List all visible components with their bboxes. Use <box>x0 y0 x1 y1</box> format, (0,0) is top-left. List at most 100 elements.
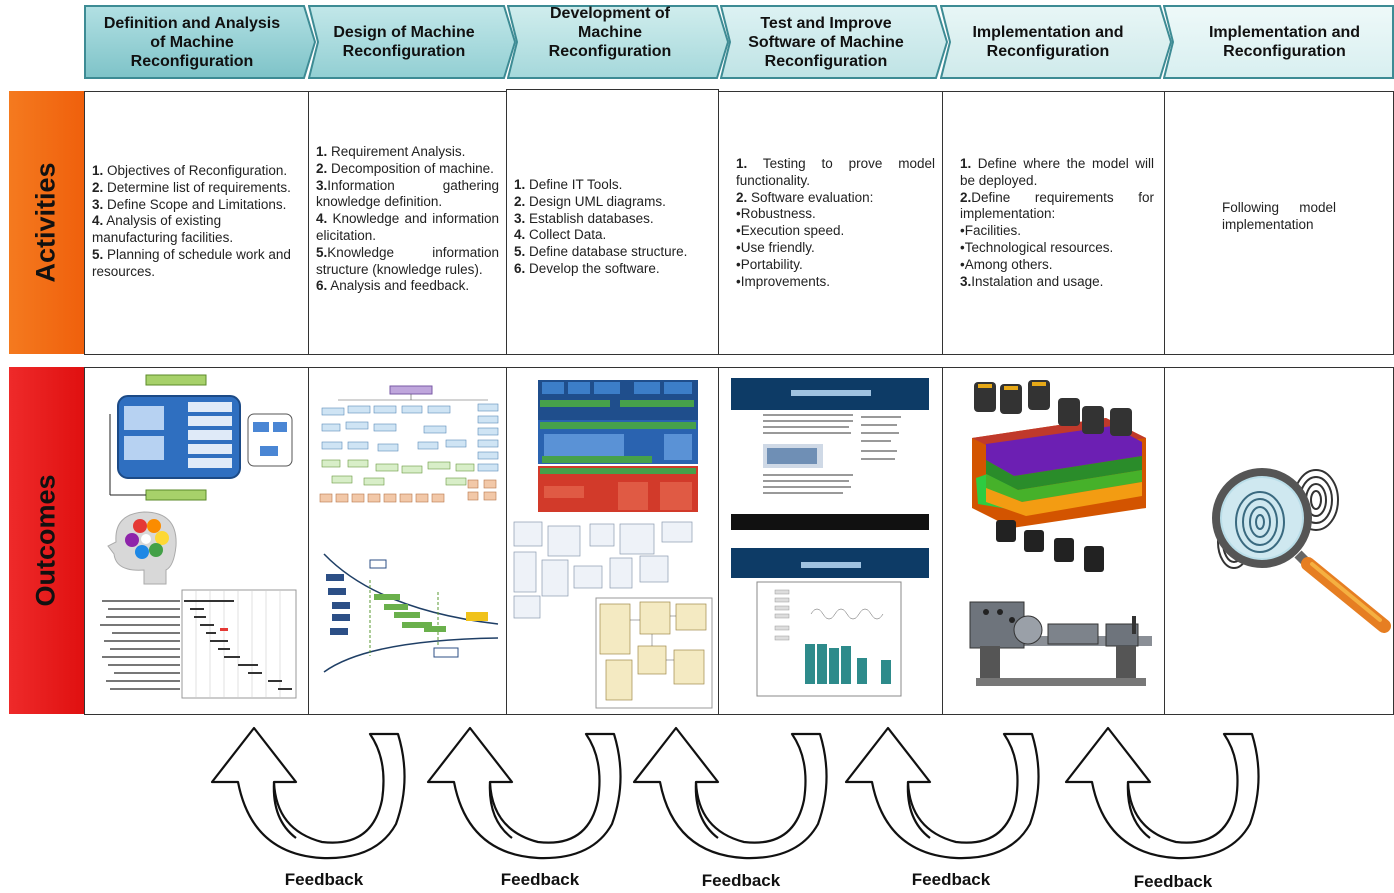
activity-item: 1. Requirement Analysis. <box>316 144 499 161</box>
activity-number: 3. <box>960 273 972 289</box>
activity-item: 6. Develop the software. <box>514 261 711 278</box>
activity-item: 2. Determine list of requirements. <box>92 180 301 197</box>
activity-item: 4. Knowledge and information elicitation… <box>316 211 499 245</box>
flowchart-thumbnail <box>109 374 293 501</box>
activity-list: 1. Testing to prove model functionality.… <box>736 156 935 290</box>
activity-item: 4. Collect Data. <box>514 227 711 244</box>
website-screenshot-thumbnail <box>731 378 929 530</box>
activity-number: 1. <box>316 144 328 159</box>
software-form-thumbnail <box>731 548 929 697</box>
activity-item: 2.Define requirements for implementation… <box>960 190 1154 224</box>
activity-item: 3.Instalation and usage. <box>960 274 1154 291</box>
activity-number: 1. <box>960 156 972 171</box>
activity-number: 3. <box>92 196 104 212</box>
activity-number: 5. <box>514 244 526 260</box>
feedback-label: Feedback <box>1133 872 1213 891</box>
activity-item: 5. Define database structure. <box>514 244 711 261</box>
feedback-label: Feedback <box>701 871 781 890</box>
activity-item: 1. Objectives of Reconfiguration. <box>92 163 301 180</box>
activities-cell-3: 1. Define IT Tools.2. Design UML diagram… <box>506 89 719 355</box>
activity-item: 2. Software evaluation: <box>736 190 935 207</box>
activity-text: •Robustness. <box>736 206 816 222</box>
activity-number: 2. <box>514 193 526 209</box>
activity-text: Analysis and feedback. <box>327 278 470 294</box>
phase-header-6: Implementation and Reconfiguration <box>1163 5 1394 79</box>
activity-number: 6. <box>316 278 328 294</box>
activity-item: •Improvements. <box>736 274 935 291</box>
activity-text: Define where the model will be deployed. <box>960 156 1154 188</box>
activities-cell-1: 1. Objectives of Reconfiguration.2. Dete… <box>84 91 309 355</box>
activity-number: 1. <box>514 177 526 192</box>
activity-text: Define requirements for implementation: <box>960 189 1154 222</box>
activity-list: 1. Requirement Analysis.2. Decomposition… <box>316 144 499 295</box>
activity-text: Objectives of Reconfiguration. <box>103 163 288 178</box>
hierarchy-diagram-thumbnail <box>319 385 499 503</box>
activities-cell-2: 1. Requirement Analysis.2. Decomposition… <box>308 91 507 355</box>
architecture-diagram-thumbnail <box>538 380 698 512</box>
activity-text: Define Scope and Limitations. <box>103 196 287 212</box>
feedback-arrow-1 <box>210 726 406 860</box>
activity-text: Determine list of requirements. <box>103 179 291 195</box>
activity-text: Develop the software. <box>525 260 660 276</box>
activity-number: 2. <box>92 179 104 195</box>
activity-item: •Portability. <box>736 257 935 274</box>
activity-item: 3. Define Scope and Limitations. <box>92 197 301 214</box>
activity-item: 5.Knowledge information structure (knowl… <box>316 245 499 279</box>
activities-cell-5: 1. Define where the model will be deploy… <box>942 91 1165 355</box>
outcomes-cell-2 <box>308 367 507 715</box>
activity-text: Define database structure. <box>525 244 688 260</box>
head-palette-thumbnail <box>107 511 177 585</box>
activity-number: 1. <box>736 156 748 171</box>
activity-text: Collect Data. <box>525 227 607 243</box>
activity-text: Software evaluation: <box>747 189 874 205</box>
feedback-label: Feedback <box>500 870 580 889</box>
activity-item: Following model implementation <box>1222 200 1336 234</box>
activity-text: Decomposition of machine. <box>327 160 494 176</box>
magnifier-fingerprint-thumbnail <box>1212 468 1391 633</box>
process-flow-thumbnail <box>323 553 499 673</box>
gantt-chart-thumbnail <box>100 589 297 699</box>
activity-item: 4. Analysis of existing manufacturing fa… <box>92 213 301 247</box>
phase-label: Test and Improve Software of Machine Rec… <box>748 14 904 70</box>
activity-item: •Execution speed. <box>736 223 935 240</box>
activities-row-label: Activities <box>9 91 84 354</box>
activity-item: •Technological resources. <box>960 240 1154 257</box>
feedback-label: Feedback <box>284 870 364 889</box>
uml-class-diagram-thumbnail <box>513 521 713 709</box>
activity-number: 2. <box>316 160 328 176</box>
activity-text: •Improvements. <box>736 273 831 289</box>
activity-list: 1. Objectives of Reconfiguration.2. Dete… <box>92 163 301 281</box>
feedback-arrow-2 <box>426 726 622 860</box>
activity-number: 6. <box>514 260 526 276</box>
activity-item: 3.Information gathering knowledge defini… <box>316 178 499 212</box>
activity-item: 6. Analysis and feedback. <box>316 278 499 295</box>
activity-number: 5. <box>316 244 328 260</box>
activity-text: •Technological resources. <box>960 239 1114 255</box>
phase-label: Development of Machine Reconfiguration <box>548 4 672 60</box>
phase-header-2: Design of Machine Reconfiguration <box>308 5 516 79</box>
activity-text: Planning of schedule work and resources. <box>92 246 291 279</box>
activity-text: Testing to prove model functionality. <box>736 156 935 188</box>
feedback-label: Feedback <box>911 870 991 889</box>
phase-header-1: Definition and Analysis of Machine Recon… <box>84 5 316 79</box>
activity-item: 3. Establish databases. <box>514 211 711 228</box>
activity-text: Requirement Analysis. <box>327 144 466 159</box>
activity-list: Following model implementation <box>1222 200 1336 234</box>
activity-text: •Facilities. <box>960 223 1021 239</box>
activity-text: Following model implementation <box>1222 200 1336 232</box>
activity-list: 1. Define where the model will be deploy… <box>960 156 1154 290</box>
activity-text: Information gathering knowledge definiti… <box>316 177 499 210</box>
phase-header-5: Implementation and Reconfiguration <box>940 5 1172 79</box>
feedback-arrows <box>210 726 1260 860</box>
activity-number: 1. <box>92 163 104 178</box>
activity-number: 2. <box>736 189 748 205</box>
activity-text: Design UML diagrams. <box>525 193 666 209</box>
activity-text: •Among others. <box>960 256 1053 272</box>
activities-cell-4: 1. Testing to prove model functionality.… <box>718 91 943 355</box>
activity-item: 1. Define where the model will be deploy… <box>960 156 1154 190</box>
activity-item: •Use friendly. <box>736 240 935 257</box>
phase-header-3: Development of Machine Reconfiguration <box>507 5 729 79</box>
phase-header-4: Test and Improve Software of Machine Rec… <box>720 5 948 79</box>
activity-number: 4. <box>514 227 526 243</box>
activities-cell-6: Following model implementation <box>1164 91 1394 355</box>
